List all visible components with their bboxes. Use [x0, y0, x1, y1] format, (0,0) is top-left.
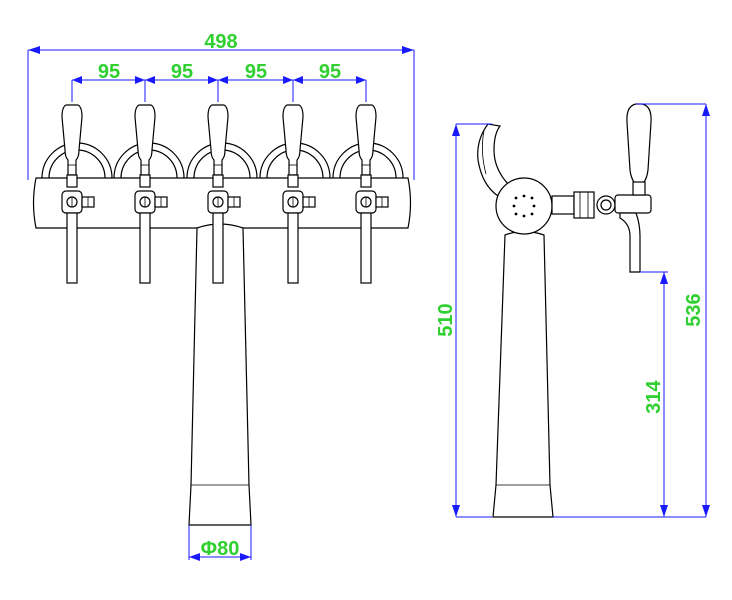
dim-side-height-label: 510 [435, 303, 457, 336]
side-spout [619, 212, 641, 273]
side-view: 510 536 314 [435, 103, 710, 518]
dim-column-diameter-label: Φ80 [201, 538, 240, 560]
dim-side-total-height [553, 103, 710, 518]
side-head-holes [512, 194, 536, 218]
dim-spout-height [640, 271, 668, 517]
side-head-ball [495, 177, 553, 235]
dim-spacing-label-3: 95 [245, 61, 267, 83]
dim-overall-width [27, 46, 415, 180]
dim-overall-width-label: 498 [204, 31, 237, 53]
dim-spacing-label-4: 95 [319, 61, 341, 83]
dim-side-height [452, 123, 492, 518]
dim-spacing-label-2: 95 [171, 61, 193, 83]
tower-column [188, 223, 252, 526]
dim-spacing-label-1: 95 [98, 61, 120, 83]
side-column [492, 230, 554, 518]
front-view: 498 95 95 95 95 [27, 31, 415, 561]
side-tap-handle [626, 103, 652, 193]
dim-column-diameter [188, 525, 252, 561]
dim-tap-spacing [71, 76, 367, 102]
dim-side-total-height-label: 536 [683, 293, 705, 326]
dim-spout-height-label: 314 [643, 379, 665, 413]
